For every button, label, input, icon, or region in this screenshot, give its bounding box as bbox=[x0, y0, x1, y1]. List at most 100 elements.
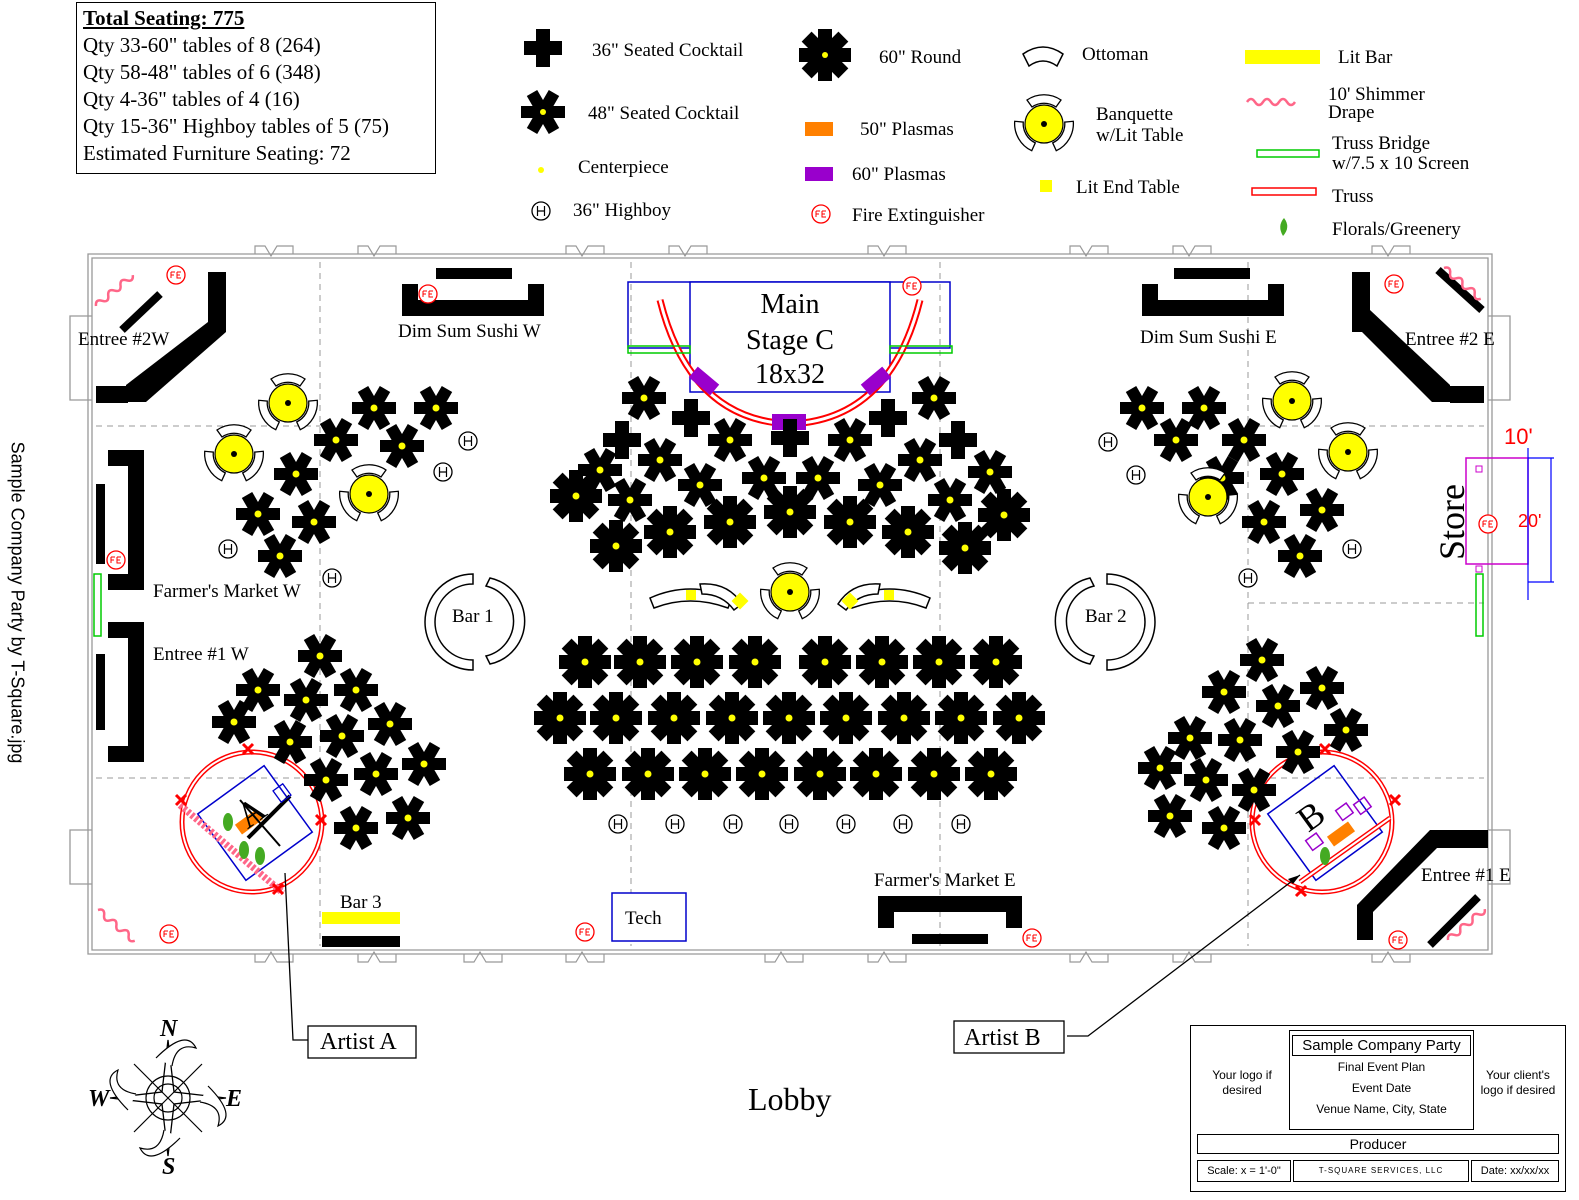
highboy-table bbox=[433, 462, 453, 482]
title-block: Your logo if desired Sample Company Part… bbox=[1190, 1025, 1566, 1192]
legend-plasma-50: 50" Plasmas bbox=[860, 119, 954, 140]
centerpiece bbox=[987, 770, 995, 778]
centerpiece bbox=[302, 696, 310, 704]
seated-cocktail-36-table bbox=[672, 399, 710, 437]
highboy-table bbox=[836, 814, 856, 834]
centerpiece bbox=[1186, 734, 1194, 742]
centerpiece bbox=[1260, 518, 1268, 526]
centerpiece bbox=[316, 652, 324, 660]
truss-icon bbox=[1251, 187, 1317, 196]
title-block-left-logo: Your logo if desired bbox=[1212, 1068, 1272, 1097]
highboy-table bbox=[893, 814, 913, 834]
centerpiece bbox=[1258, 656, 1266, 664]
highboy-table bbox=[951, 814, 971, 834]
label-artist-b: Artist B bbox=[964, 1025, 1041, 1051]
centerpiece bbox=[1278, 470, 1286, 478]
centerpiece bbox=[696, 481, 704, 489]
shimmer-drape-icon bbox=[1245, 97, 1297, 107]
centerpiece bbox=[352, 824, 360, 832]
centerpiece bbox=[372, 770, 380, 778]
centerpiece bbox=[1202, 776, 1210, 784]
label-entree-2e: Entree #2 E bbox=[1405, 329, 1495, 350]
label-bar-1: Bar 1 bbox=[452, 606, 494, 627]
label-farmers-w: Farmer's Market W bbox=[153, 581, 301, 602]
fire-extinguisher bbox=[575, 922, 595, 942]
compass-rose-icon bbox=[109, 1039, 227, 1157]
legend-centerpiece: Centerpiece bbox=[578, 157, 669, 178]
centerpiece bbox=[758, 770, 766, 778]
label-entree-2w: Entree #2W bbox=[78, 329, 169, 350]
highboy-icon bbox=[531, 201, 551, 221]
banquette bbox=[1313, 422, 1383, 483]
title-block-scale: Scale: x = 1'-0" bbox=[1197, 1160, 1291, 1182]
plasma-60-icon bbox=[805, 167, 833, 181]
highboy-table bbox=[1238, 568, 1258, 588]
centerpiece bbox=[612, 542, 620, 550]
centerpiece bbox=[916, 456, 924, 464]
centerpiece bbox=[693, 658, 701, 666]
fire-extinguisher bbox=[1478, 514, 1498, 534]
centerpiece bbox=[816, 770, 824, 778]
stage-title-line-1: Main bbox=[760, 289, 819, 320]
legend-round-60: 60" Round bbox=[879, 47, 962, 68]
seated-cocktail-36-table bbox=[869, 399, 907, 437]
highboy-table bbox=[779, 814, 799, 834]
main-stage bbox=[627, 281, 953, 430]
centerpiece bbox=[1000, 511, 1008, 519]
legend-seated-cocktail-48: 48" Seated Cocktail bbox=[588, 103, 739, 124]
seated-cocktail-36-table bbox=[939, 421, 977, 459]
centerpiece bbox=[626, 496, 634, 504]
legend-florals: Florals/Greenery bbox=[1332, 219, 1461, 240]
lit-end-table-icon bbox=[1040, 180, 1052, 192]
centerpiece bbox=[666, 528, 674, 536]
centerpiece bbox=[846, 518, 854, 526]
centerpiece bbox=[814, 474, 822, 482]
centerpiece bbox=[1172, 436, 1180, 444]
centerpiece bbox=[904, 528, 912, 536]
title-block-plan: Final Event Plan bbox=[1337, 1060, 1426, 1074]
centerpiece bbox=[842, 714, 850, 722]
centerpiece bbox=[432, 404, 440, 412]
plasma-50-icon bbox=[805, 122, 833, 136]
legend-plasma-60: 60" Plasmas bbox=[852, 164, 946, 185]
centerpiece bbox=[292, 470, 300, 478]
centerpiece bbox=[386, 720, 394, 728]
compass-e: E bbox=[225, 1086, 242, 1112]
highboy-table bbox=[608, 814, 628, 834]
title-block-date-field: Date: xx/xx/xx bbox=[1471, 1160, 1559, 1182]
legend-truss-bridge-2: w/7.5 x 10 Screen bbox=[1332, 153, 1470, 174]
tech-booth bbox=[611, 892, 687, 942]
fire-extinguisher-icon bbox=[811, 204, 831, 224]
seating-line: Qty 33-60" tables of 8 (264) bbox=[83, 33, 321, 57]
banquette bbox=[199, 424, 269, 485]
legend: 36" Seated Cocktail 48" Seated Cocktail … bbox=[521, 29, 1470, 240]
ottoman-icon bbox=[1022, 46, 1064, 67]
legend-drape-2: Drape bbox=[1328, 102, 1374, 123]
centerpiece bbox=[992, 658, 1000, 666]
fire-extinguisher bbox=[1388, 930, 1408, 950]
centerpiece bbox=[1156, 764, 1164, 772]
banquette-icon bbox=[1009, 94, 1079, 155]
centerpiece bbox=[556, 714, 564, 722]
legend-drape-1: 10' Shimmer bbox=[1328, 84, 1426, 105]
fire-extinguisher bbox=[159, 924, 179, 944]
centerpiece bbox=[1342, 726, 1350, 734]
legend-banquette-1: Banquette bbox=[1096, 104, 1173, 125]
centerpiece bbox=[276, 552, 284, 560]
centerpiece bbox=[872, 770, 880, 778]
title-block-center: Sample Company Party Final Event Plan Ev… bbox=[1289, 1030, 1474, 1130]
centerpiece bbox=[946, 496, 954, 504]
centerpiece bbox=[338, 732, 346, 740]
seating-line: Estimated Furniture Seating: 72 bbox=[83, 141, 351, 165]
centerpiece bbox=[986, 468, 994, 476]
highboy-table bbox=[665, 814, 685, 834]
centerpiece bbox=[254, 510, 262, 518]
legend-truss: Truss bbox=[1332, 186, 1374, 207]
centerpiece bbox=[420, 760, 428, 768]
centerpiece bbox=[1138, 404, 1146, 412]
centerpiece bbox=[332, 436, 340, 444]
truss-bridge-icon bbox=[1256, 149, 1320, 158]
label-lobby: Lobby bbox=[748, 1081, 832, 1117]
seating-line: Qty 58-48" tables of 6 (348) bbox=[83, 60, 321, 84]
